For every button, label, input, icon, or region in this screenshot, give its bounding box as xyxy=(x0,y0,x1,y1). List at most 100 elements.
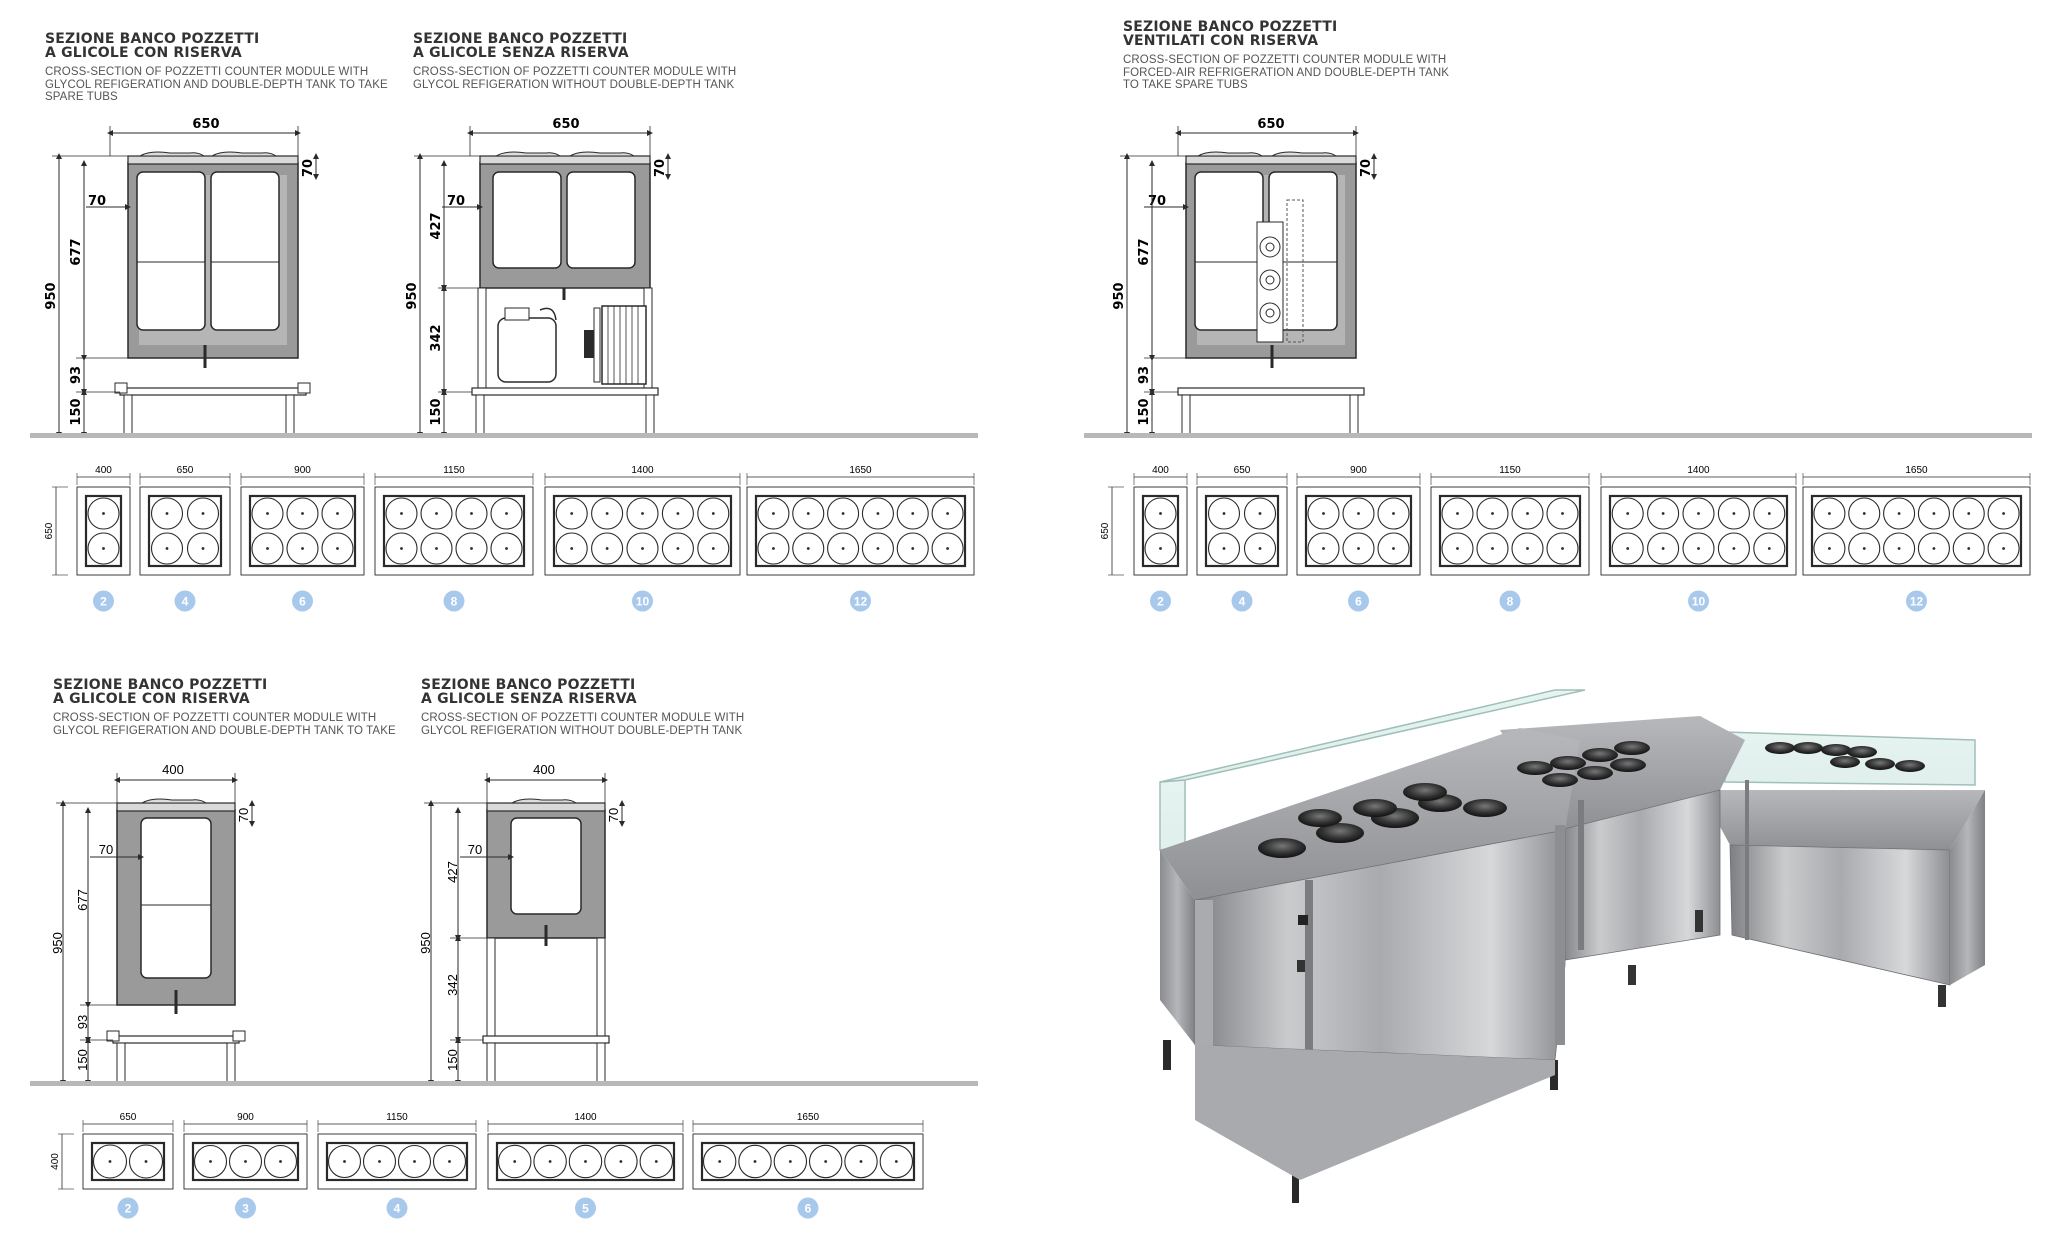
tub-well-center xyxy=(435,547,438,550)
width-label: 1650 xyxy=(849,465,872,476)
heading-title: A GLICOLE CON RISERVA xyxy=(53,691,250,707)
tub-well-center xyxy=(244,1160,247,1163)
dim-label: 70 xyxy=(301,159,316,177)
tub xyxy=(140,817,212,979)
tub-well-center xyxy=(753,1160,757,1163)
dim-label: 650 xyxy=(1257,117,1284,132)
heading-subtitle: GLYCOL REFIGERATION WITHOUT DOUBLE-DEPTH… xyxy=(421,724,743,737)
dim-label: 93 xyxy=(69,366,84,384)
dim-label: 427 xyxy=(429,212,444,239)
heading-subtitle: TO TAKE SPARE TUBS xyxy=(1123,79,1248,91)
tub-well-center xyxy=(1862,547,1866,550)
tub-well-center xyxy=(400,547,403,550)
tub-well-center xyxy=(2002,512,2005,515)
count-badge-label: 3 xyxy=(242,1202,249,1216)
width-label: 900 xyxy=(1350,465,1367,476)
count-badge xyxy=(1906,590,1927,612)
dim-label: 950 xyxy=(418,932,433,954)
heading-subtitle: FORCED-AIR REFRIGERATION AND DOUBLE-DEPT… xyxy=(1123,66,1449,79)
tub-well-center xyxy=(1392,512,1395,515)
tub-well-center xyxy=(1828,512,1831,515)
count-badge xyxy=(117,1197,139,1219)
tub-well-center xyxy=(1767,512,1771,515)
depth-label: 400 xyxy=(50,1153,61,1170)
heading-glycol-without-reserve-bottom: SEZIONE BANCO POZZETTI A GLICOLE SENZA R… xyxy=(421,678,744,737)
tub-well-center xyxy=(505,512,508,515)
tub-well-center xyxy=(1932,547,1936,550)
section-drawing-glycol-without-reserve: 650 70 70 950 427 342 150 xyxy=(405,117,671,438)
tub-well-center xyxy=(806,547,810,550)
tub-well-center xyxy=(1392,547,1395,550)
dim-label: 400 xyxy=(162,762,184,777)
width-label: 900 xyxy=(237,1112,254,1123)
heading-glycol-without-reserve-top: SEZIONE BANCO POZZETTI A GLICOLE SENZA R… xyxy=(413,32,736,91)
count-badge-label: 12 xyxy=(1910,595,1924,609)
tub-well-center xyxy=(1258,547,1262,550)
dim-label: 950 xyxy=(405,282,420,309)
tub-well-center xyxy=(1897,547,1901,550)
tub-well-center xyxy=(102,512,105,515)
dim-label: 70 xyxy=(236,808,251,822)
tub-left xyxy=(492,171,562,269)
tub-well-center xyxy=(718,1160,722,1163)
dim-label: 650 xyxy=(192,117,219,132)
tub-well-center xyxy=(654,1160,658,1163)
tub-well-center xyxy=(619,1160,623,1163)
floor-line xyxy=(30,433,978,438)
dim-label: 677 xyxy=(1137,238,1152,265)
width-label: 1400 xyxy=(574,1112,597,1123)
dim-label: 70 xyxy=(447,194,465,209)
tub-well-center xyxy=(1626,512,1630,515)
tub-well-center xyxy=(711,547,715,550)
dim-label: 677 xyxy=(69,238,84,265)
dim-label: 70 xyxy=(88,194,106,209)
tub-well-center xyxy=(400,512,403,515)
tub-well-center xyxy=(336,512,339,515)
heading-title: A GLICOLE SENZA RISERVA xyxy=(421,691,637,707)
tub-well-center xyxy=(1526,547,1529,550)
tub-well-center xyxy=(505,547,508,550)
tub-well-center xyxy=(946,547,949,550)
count-badge xyxy=(292,590,313,612)
tub-well-center xyxy=(911,512,915,515)
tub-well-center xyxy=(1222,547,1226,550)
tub-well-center xyxy=(266,547,269,550)
dim-label: 70 xyxy=(99,842,113,857)
tub-well-center xyxy=(470,547,473,550)
tub-well-center xyxy=(1456,512,1459,515)
width-label: 1150 xyxy=(1499,465,1521,476)
fan-stack xyxy=(1256,199,1304,343)
tub-well-center xyxy=(841,547,845,550)
tub-well-center xyxy=(1732,547,1736,550)
module-tray xyxy=(1810,494,2023,568)
tub-well-center xyxy=(605,547,609,550)
count-badge xyxy=(1231,590,1253,612)
dim-label: 150 xyxy=(75,1049,90,1071)
tub-well-center xyxy=(301,547,304,550)
width-label: 1150 xyxy=(443,465,465,476)
tub-well-center xyxy=(1828,547,1831,550)
heading-title: SEZIONE BANCO POZZETTI xyxy=(1123,19,1338,35)
tub-well-center xyxy=(1626,547,1630,550)
tub-right xyxy=(566,171,636,269)
tub-well-center xyxy=(1897,512,1901,515)
tub-well-center xyxy=(894,1160,898,1163)
tub-well-center xyxy=(859,1160,863,1163)
heading-subtitle: CROSS-SECTION OF POZZETTI COUNTER MODULE… xyxy=(45,66,369,78)
tub-well-center xyxy=(165,512,169,515)
tub-left xyxy=(1194,171,1264,331)
compressor-unit xyxy=(497,305,647,385)
tub-well-center xyxy=(378,1160,381,1163)
tub-well-center xyxy=(1159,512,1162,515)
heading-title: A GLICOLE CON RISERVA xyxy=(45,45,242,61)
dim-label: 93 xyxy=(75,1015,90,1029)
tub-well-center xyxy=(641,512,644,515)
